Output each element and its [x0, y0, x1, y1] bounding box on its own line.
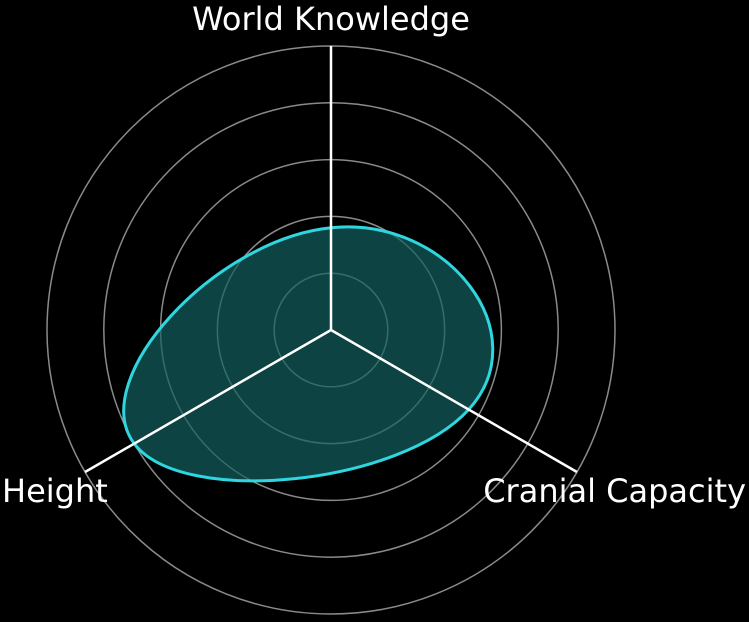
axis-label-world-knowledge: World Knowledge [192, 0, 470, 38]
axis-spoke-2 [84, 328, 332, 474]
axis-spokes [84, 46, 578, 474]
axis-label-cranial-capacity: Cranial Capacity [483, 472, 746, 510]
series-area [122, 225, 495, 483]
axis-label-height: Height [2, 472, 108, 510]
axis-spoke-1 [330, 328, 578, 474]
